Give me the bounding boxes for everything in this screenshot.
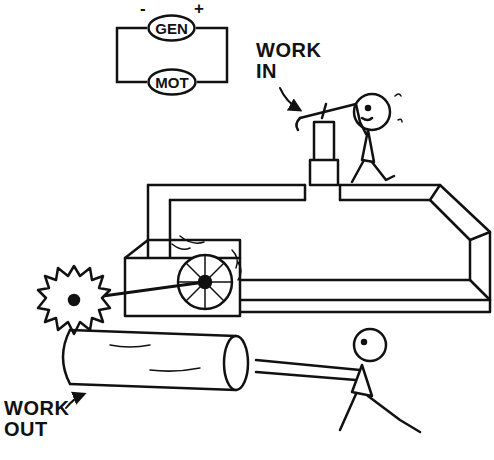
log [63,330,248,390]
pushing-figure [256,329,420,432]
work-label: WORK IN [256,40,321,82]
circle-node: MOT [147,68,197,96]
leader-line [280,88,300,110]
water-pump [296,104,356,185]
circuit-wire [196,28,227,82]
node-label: MOT [155,75,188,90]
circle-node: GEN [147,14,196,42]
label-text: + [194,0,204,17]
label-text: WORK IN [256,40,321,82]
node-label: GEN [155,21,188,36]
node-ellipse [149,16,195,41]
label-text: - [140,0,146,17]
circuit-wire [117,28,147,82]
polarity-sign: - [140,0,146,17]
water-trough [148,185,490,312]
pumping-figure [352,94,402,182]
circular-saw [38,266,205,334]
node-ellipse [149,70,196,95]
polarity-sign: + [194,0,204,17]
waterwheel [125,236,241,316]
work-label: WORK OUT [4,398,69,440]
label-text: WORK OUT [4,398,69,440]
